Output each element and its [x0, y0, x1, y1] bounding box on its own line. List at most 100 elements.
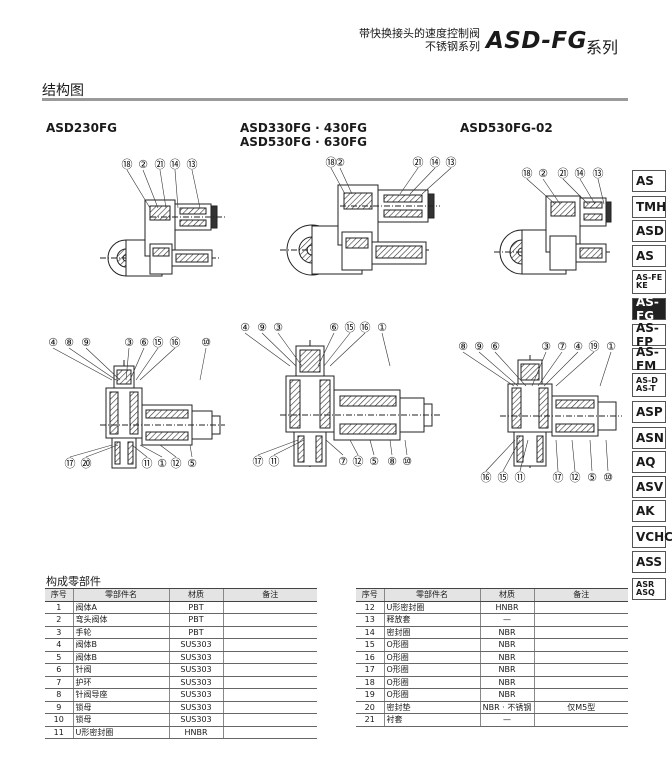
parts-table-title: 构成零部件: [46, 575, 101, 588]
cell-part-name: 释放套: [383, 613, 480, 627]
callout-number: ⑨: [474, 340, 484, 353]
callout-leader: [257, 439, 299, 456]
cell-no: 12: [356, 601, 384, 614]
callout-number: ⑤: [587, 471, 597, 484]
callout-leader: [159, 169, 167, 209]
cell-note: 仅M5型: [533, 701, 628, 714]
side-tab-asd[interactable]: ASD: [632, 220, 666, 242]
callout-number: ⑤: [187, 457, 197, 470]
callout-leader: [537, 351, 563, 387]
callout-number: ⑧: [458, 340, 468, 353]
callout-leader: [85, 347, 121, 381]
side-tab-vchc[interactable]: VCHC: [632, 526, 672, 548]
cell-note: [222, 613, 317, 627]
callout-leader: [478, 351, 519, 387]
drawing-asd230fg-top: [100, 199, 225, 277]
callout-number: ①: [157, 457, 167, 470]
callout-number: ①: [377, 321, 387, 334]
cell-note: [222, 651, 317, 664]
series-code: ASD-FG: [486, 28, 588, 54]
cell-note: [222, 713, 317, 727]
callout-leader: [399, 167, 419, 195]
callout-number: ①: [606, 340, 616, 353]
callout-number: ②: [538, 167, 548, 180]
series-word: 系列: [586, 38, 619, 57]
callout-leader: [485, 439, 516, 472]
side-tab-ass[interactable]: ASS: [632, 551, 666, 573]
callout-number: ⑬: [187, 158, 198, 171]
cell-material: SUS303: [168, 688, 223, 702]
cell-material: SUS303: [168, 701, 223, 714]
callout-leader: [339, 167, 353, 195]
cell-material: SUS303: [168, 638, 223, 652]
cell-note: [533, 626, 628, 639]
callout-leader: [542, 178, 561, 205]
side-tab-as[interactable]: AS: [632, 170, 666, 192]
cell-no: 17: [356, 663, 384, 677]
side-tab-as[interactable]: AS: [632, 245, 666, 267]
side-tab-as-fp[interactable]: AS-FP: [632, 321, 666, 349]
callout-number: ④: [48, 336, 58, 349]
cell-part-name: 衬套: [383, 713, 480, 727]
callout-leader: [277, 332, 303, 367]
side-tab-asv[interactable]: ASV: [632, 476, 666, 498]
cell-no: 10: [45, 713, 73, 727]
side-tab-ak[interactable]: AK: [632, 500, 666, 522]
structure-drawings: ⑱②㉑⑭⑬⑱②㉑⑭⑬⑱②㉑⑭⑬④⑧⑨③⑥⑮⑯⑩⑰⑳⑪①⑫⑤④⑨③⑥⑮⑯①⑰⑪⑦⑫…: [48, 156, 622, 484]
drawing-asd330fg-section: [280, 340, 440, 468]
cell-no: 4: [45, 638, 73, 652]
cell-material: PBT: [168, 601, 223, 614]
cell-part-name: 锁母: [72, 713, 169, 727]
side-tab-as-fg[interactable]: AS-FG: [632, 295, 666, 323]
side-tab-tmh[interactable]: TMH: [632, 196, 666, 218]
side-tab-asr-asq[interactable]: ASR ASQ: [632, 578, 666, 600]
cell-material: SUS303: [168, 676, 223, 689]
callout-number: ⑥: [490, 340, 500, 353]
callout-number: ⑪: [269, 455, 280, 468]
cell-material: HNBR: [168, 726, 223, 739]
callout-number: ⑰: [253, 455, 264, 468]
callout-leader: [531, 351, 547, 387]
side-tab-asp[interactable]: ASP: [632, 401, 666, 423]
callout-leader: [329, 332, 366, 367]
callout-number: ⑫: [171, 457, 182, 470]
cell-note: [222, 701, 317, 714]
callout-leader: [519, 439, 529, 472]
callout-number: ㉑: [558, 167, 569, 180]
cell-part-name: 锁母: [72, 701, 169, 714]
callout-number: ④: [573, 340, 583, 353]
header-note: 备注: [533, 588, 628, 602]
side-tab-aq[interactable]: AQ: [632, 451, 666, 473]
section-title: 结构图: [42, 83, 84, 99]
callout-number: ⑨: [257, 321, 267, 334]
side-tab-asn[interactable]: ASN: [632, 427, 666, 449]
callout-leader: [189, 444, 193, 458]
header-no: 序号: [356, 588, 384, 602]
side-tab-as-d-as-t[interactable]: AS-D AS-T: [632, 373, 666, 397]
callout-number: ⑩: [402, 455, 412, 468]
callout-leader: [555, 351, 595, 387]
cell-part-name: 针阀导座: [72, 688, 169, 702]
callout-number: ⑮: [345, 321, 356, 334]
callout-number: ⑱: [326, 156, 337, 169]
model-label-middle-2: ASD530FG · 630FG: [240, 135, 367, 149]
callout-number: ⑫: [353, 455, 364, 468]
callout-number: ⑦: [338, 455, 348, 468]
cell-no: 11: [45, 726, 73, 739]
callout-leader: [159, 444, 177, 458]
callout-leader: [139, 347, 176, 381]
cell-no: 16: [356, 651, 384, 664]
cell-no: 20: [356, 701, 384, 714]
side-tab-as-fe-ke[interactable]: AS-FE KE: [632, 270, 666, 294]
callout-number: ③: [273, 321, 283, 334]
side-tab-as-fm[interactable]: AS-FM: [632, 345, 666, 373]
callout-number: ⑭: [170, 158, 181, 171]
callout-number: ⑬: [446, 156, 457, 169]
cell-part-name: O形圈: [383, 651, 480, 664]
callout-number: ⑬: [593, 167, 604, 180]
